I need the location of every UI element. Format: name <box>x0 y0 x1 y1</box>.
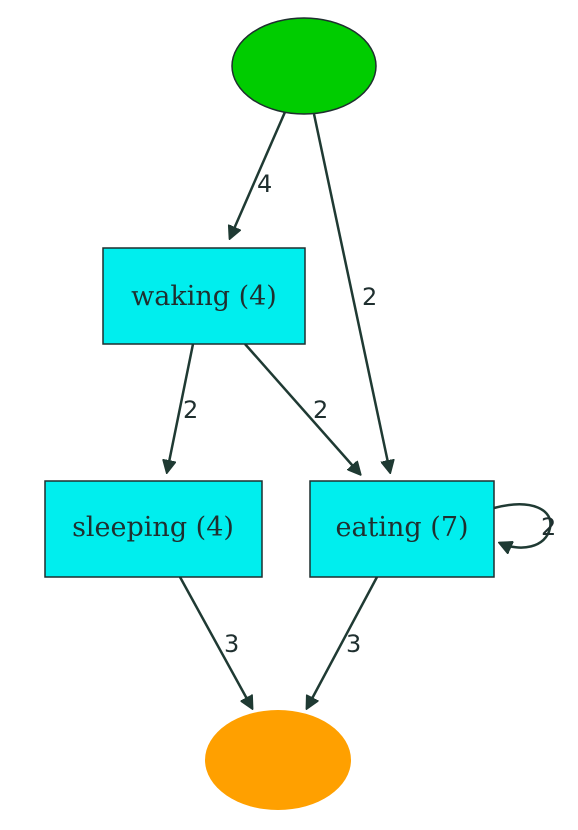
node-eating <box>309 480 495 578</box>
node-sleeping-label: sleeping (4) <box>72 512 234 543</box>
edge-sleeping-to-end <box>178 576 252 708</box>
start-node <box>231 17 377 115</box>
edge-label-eating-eating: 2 <box>541 513 556 541</box>
edge-label-waking-eating: 2 <box>313 396 328 424</box>
edge-start-to-eating <box>312 113 390 472</box>
edge-label-start-waking: 4 <box>257 170 272 198</box>
edge-label-start-eating: 2 <box>362 283 377 311</box>
edge-waking-to-sleeping <box>167 343 195 472</box>
edge-eating-self-loop <box>493 503 552 547</box>
node-eating-label: eating (7) <box>335 512 468 543</box>
node-waking <box>102 247 306 345</box>
edge-label-eating-end: 3 <box>346 630 361 658</box>
edge-waking-to-eating <box>244 343 360 474</box>
edge-label-waking-sleeping: 2 <box>183 396 198 424</box>
edge-start-to-waking <box>230 111 287 238</box>
node-waking-label: waking (4) <box>131 281 277 312</box>
edge-eating-to-end <box>307 576 379 708</box>
end-node <box>205 710 351 810</box>
edge-label-sleeping-end: 3 <box>224 630 239 658</box>
node-sleeping <box>44 480 263 578</box>
